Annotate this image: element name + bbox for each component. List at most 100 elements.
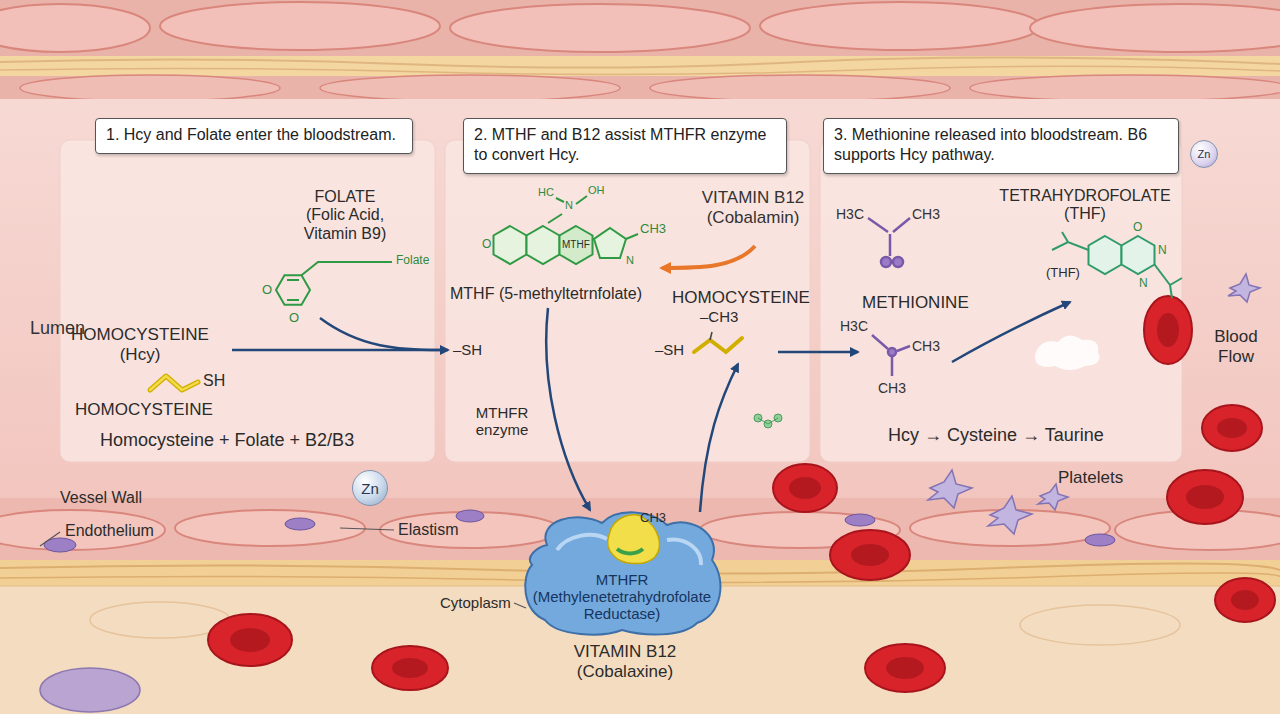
methionine-molecule-part [872, 335, 910, 376]
atom-label: O [482, 238, 491, 252]
text-label: H3C [836, 206, 864, 222]
step-panels-part [820, 140, 1182, 462]
enzyme-arrow [700, 364, 738, 512]
mthf-molecule-part [527, 226, 560, 264]
text-label: Elastism [398, 521, 458, 539]
top-wall-part [450, 4, 750, 52]
atom-label: CH3 [640, 511, 666, 526]
red-blood-cells-part [372, 646, 448, 690]
folate-molecule [276, 262, 392, 305]
red-blood-cells-part [773, 464, 837, 512]
text-label: VITAMIN B12 (Cobalaxine) [550, 642, 700, 681]
ion-symbol: Zn [1198, 148, 1211, 160]
platelets-part [928, 470, 972, 508]
text-label: –SH [655, 341, 684, 358]
enzyme-name: MTHFR (Methylenetetrahydrofolate Reducta… [517, 505, 727, 622]
zinc-ion: Zn [352, 470, 388, 506]
release-arrow [778, 351, 858, 354]
step-box: 3. Methionine released into bloodstream.… [823, 118, 1179, 174]
text-label: –CH3 [700, 308, 738, 325]
methionine-molecule-part [868, 218, 910, 256]
step-text: 3. Methionine released into bloodstream.… [834, 125, 1168, 165]
top-wall-part [320, 75, 620, 101]
red-blood-cells-part [1215, 578, 1275, 622]
atom-label: N [1139, 277, 1148, 291]
red-blood-cells-part-part [865, 644, 945, 692]
methionine-molecule-part [893, 257, 903, 267]
platelets-part [1228, 274, 1260, 302]
text-label: H3C [840, 318, 868, 334]
folate-molecule-part [287, 280, 299, 300]
text-label: CH3 [912, 338, 940, 354]
atom-label: O [262, 283, 272, 298]
top-wall [0, 0, 1280, 101]
text-label: –SH [453, 341, 482, 358]
red-blood-cells-part-part [1157, 313, 1179, 347]
red-blood-cells-part-part [372, 646, 448, 690]
red-blood-cells-part-part [1231, 590, 1259, 610]
text-label: HOMOCYSTEINE [75, 400, 213, 420]
red-blood-cells [208, 296, 1275, 692]
atom-label: N [565, 199, 573, 212]
mthf-molecule-part [494, 226, 527, 264]
thf-molecule-part [1089, 236, 1122, 274]
b12-arrow [662, 246, 755, 268]
atom-label: MTHF [562, 239, 590, 251]
bottom-wall-part [40, 668, 140, 712]
homocysteine-molecule-part [694, 338, 742, 352]
step-box: 2. MTHF and B12 assist MTHFR enzyme to c… [463, 118, 787, 174]
red-blood-cells-part [865, 644, 945, 692]
text-label: FOLATE (Folic Acid, Vitamin B9) [295, 188, 395, 243]
top-wall-part [160, 2, 440, 50]
bottom-wall-part [0, 510, 165, 550]
step-panels [60, 140, 1182, 462]
text-label: SH [203, 372, 225, 390]
text-label: CH3 [878, 380, 906, 396]
homocysteine-molecule [150, 376, 198, 390]
text-label: MTHFR enzyme [467, 404, 537, 439]
top-wall-part [650, 75, 950, 101]
top-wall-part [0, 4, 150, 52]
enzyme-shape-part [617, 549, 643, 554]
zinc-ion: Zn [1190, 140, 1218, 168]
red-blood-cells-part-part [789, 477, 821, 499]
top-wall-part [0, 66, 1280, 74]
red-blood-cells-part-part [1144, 296, 1192, 364]
leader-lines-part [514, 603, 526, 608]
step-box: 1. Hcy and Folate enter the bloodstream. [95, 118, 413, 154]
leader-lines-part [40, 532, 60, 546]
thf-arrow [952, 302, 1070, 362]
atom-label: OH [588, 184, 605, 197]
folate-arrow [320, 318, 440, 350]
text-label: METHIONINE [862, 293, 969, 313]
text-label: VITAMIN B12 (Cobalamin) [693, 188, 813, 227]
homocysteine-molecule-part [710, 332, 712, 340]
mthf-molecule-part [594, 228, 626, 258]
text-label: Homocysteine + Folate + B2/B3 [100, 430, 354, 451]
bottom-wall-part [1085, 534, 1115, 546]
platelets [928, 274, 1260, 534]
leader-lines-part [340, 528, 394, 530]
step-panels-part [60, 140, 435, 462]
red-blood-cells-part-part [886, 657, 924, 679]
mthf-molecule [494, 196, 639, 264]
red-blood-cells-part-part [773, 464, 837, 512]
folate-molecule-part [302, 262, 393, 275]
atom-label: Folate [396, 254, 429, 268]
red-blood-cells-part [1202, 405, 1262, 451]
ion-symbol: Zn [361, 480, 379, 497]
top-wall-part [0, 56, 1280, 76]
red-blood-cells-part [1144, 296, 1192, 364]
text-label: Hcy → Cysteine → Taurine [888, 425, 1104, 446]
text-label: Endothelium [65, 522, 154, 540]
red-blood-cells-part-part [1167, 470, 1243, 524]
top-wall-part [20, 75, 280, 101]
red-blood-cells-part [830, 530, 910, 580]
bottom-wall-part [456, 510, 484, 522]
thf-molecule-part [1122, 236, 1155, 274]
text-label: Cytoplasm [440, 594, 511, 611]
lumen [0, 99, 1280, 499]
atom-label: (THF) [1046, 266, 1080, 281]
homocysteine-molecule-part [150, 376, 198, 390]
